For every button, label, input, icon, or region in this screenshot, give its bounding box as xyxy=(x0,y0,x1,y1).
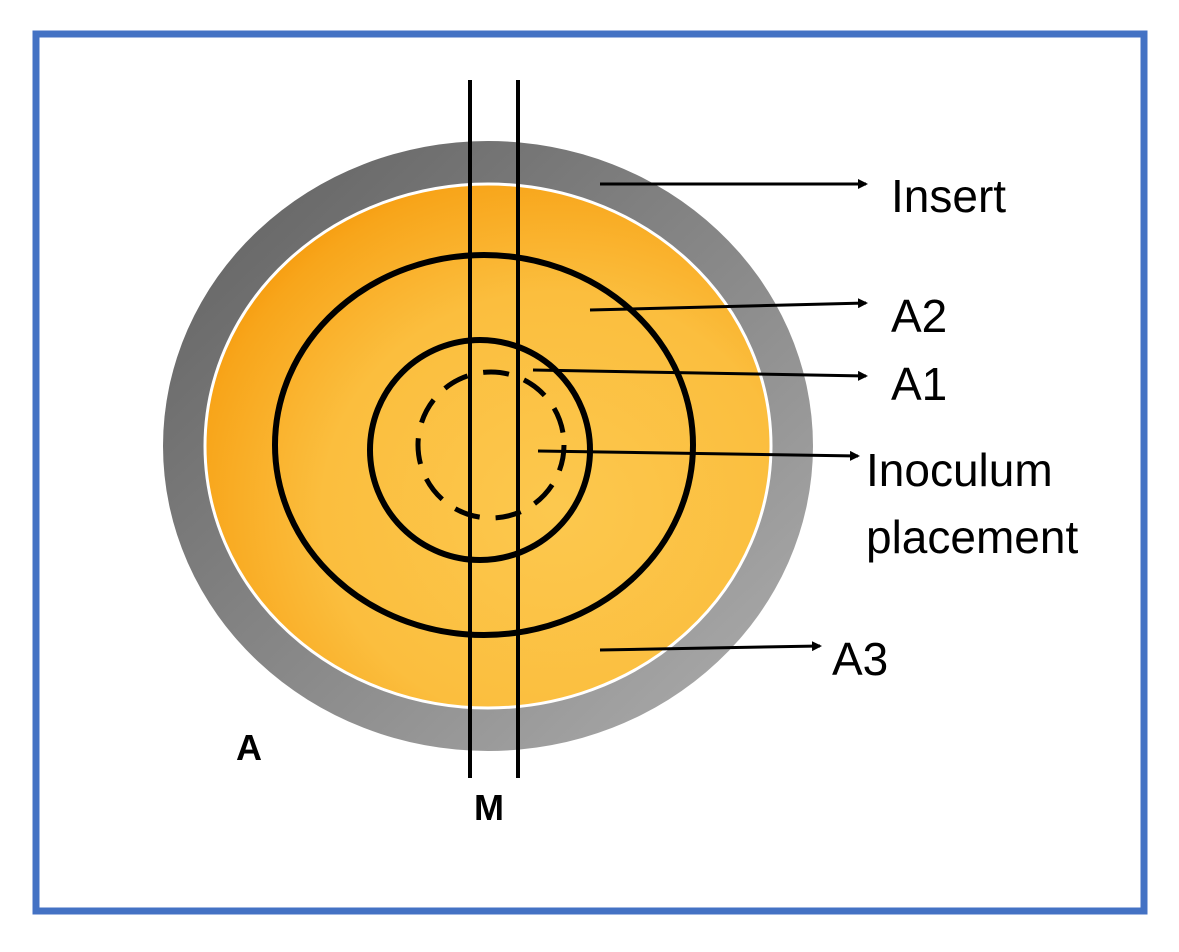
a3-arrow xyxy=(599,641,822,652)
medium-area xyxy=(203,182,773,710)
insert-label: Insert xyxy=(891,170,1006,222)
inoculum-label-line2: placement xyxy=(866,511,1078,563)
zone-a1-boundary xyxy=(367,337,593,563)
a1-arrow xyxy=(532,368,868,381)
a3-label: A3 xyxy=(832,633,888,685)
panel-label: A xyxy=(236,727,262,768)
figure-frame xyxy=(32,30,1148,915)
inoculum-placement-circle xyxy=(415,369,567,521)
zone-a2-boundary xyxy=(272,252,696,638)
inoculum-arrow xyxy=(537,449,860,461)
a2-arrow xyxy=(589,298,868,312)
strip-label: M xyxy=(474,787,504,828)
inoculum-label-line1: Inoculum xyxy=(866,444,1053,496)
a1-label: A1 xyxy=(891,358,947,410)
a2-label: A2 xyxy=(891,290,947,342)
